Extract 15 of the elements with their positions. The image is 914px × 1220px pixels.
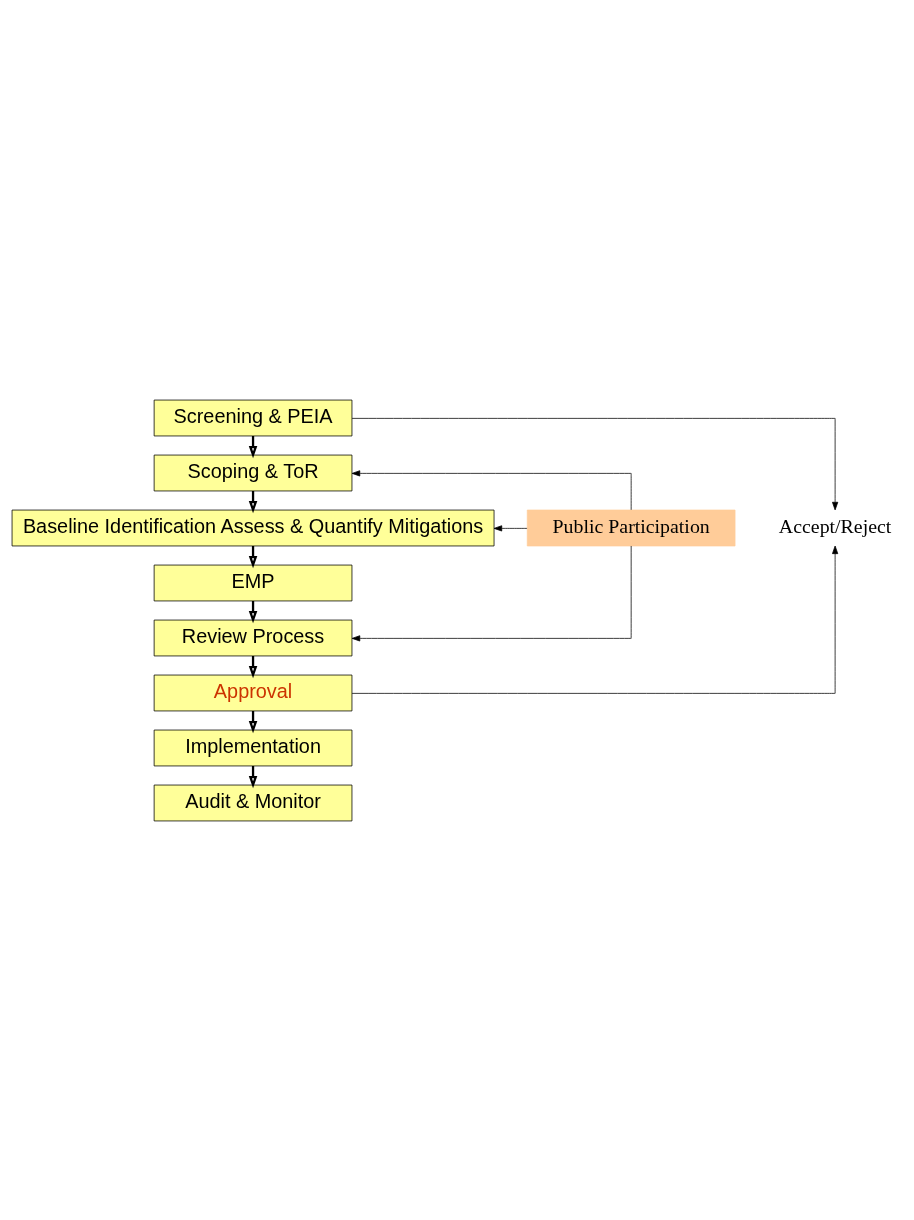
arrow <box>351 545 632 641</box>
node-box: Audit & Monitor <box>153 784 353 821</box>
node-box: Scoping & ToR <box>153 454 353 491</box>
node-box: Screening & PEIA <box>153 399 353 436</box>
node-box: Approval <box>153 674 353 711</box>
node-box: Review Process <box>153 619 353 656</box>
arrow <box>351 545 839 694</box>
node-box: Implementation <box>153 729 353 766</box>
node-box: EMP <box>153 564 353 601</box>
arrow <box>493 524 528 531</box>
node-box: Baseline Identification Assess & Quantify Mitigations <box>11 509 495 546</box>
arrow <box>351 469 632 510</box>
node-text: Accept/Reject <box>778 514 892 537</box>
arrow <box>351 417 839 510</box>
node-box: Public Participation <box>526 509 736 546</box>
